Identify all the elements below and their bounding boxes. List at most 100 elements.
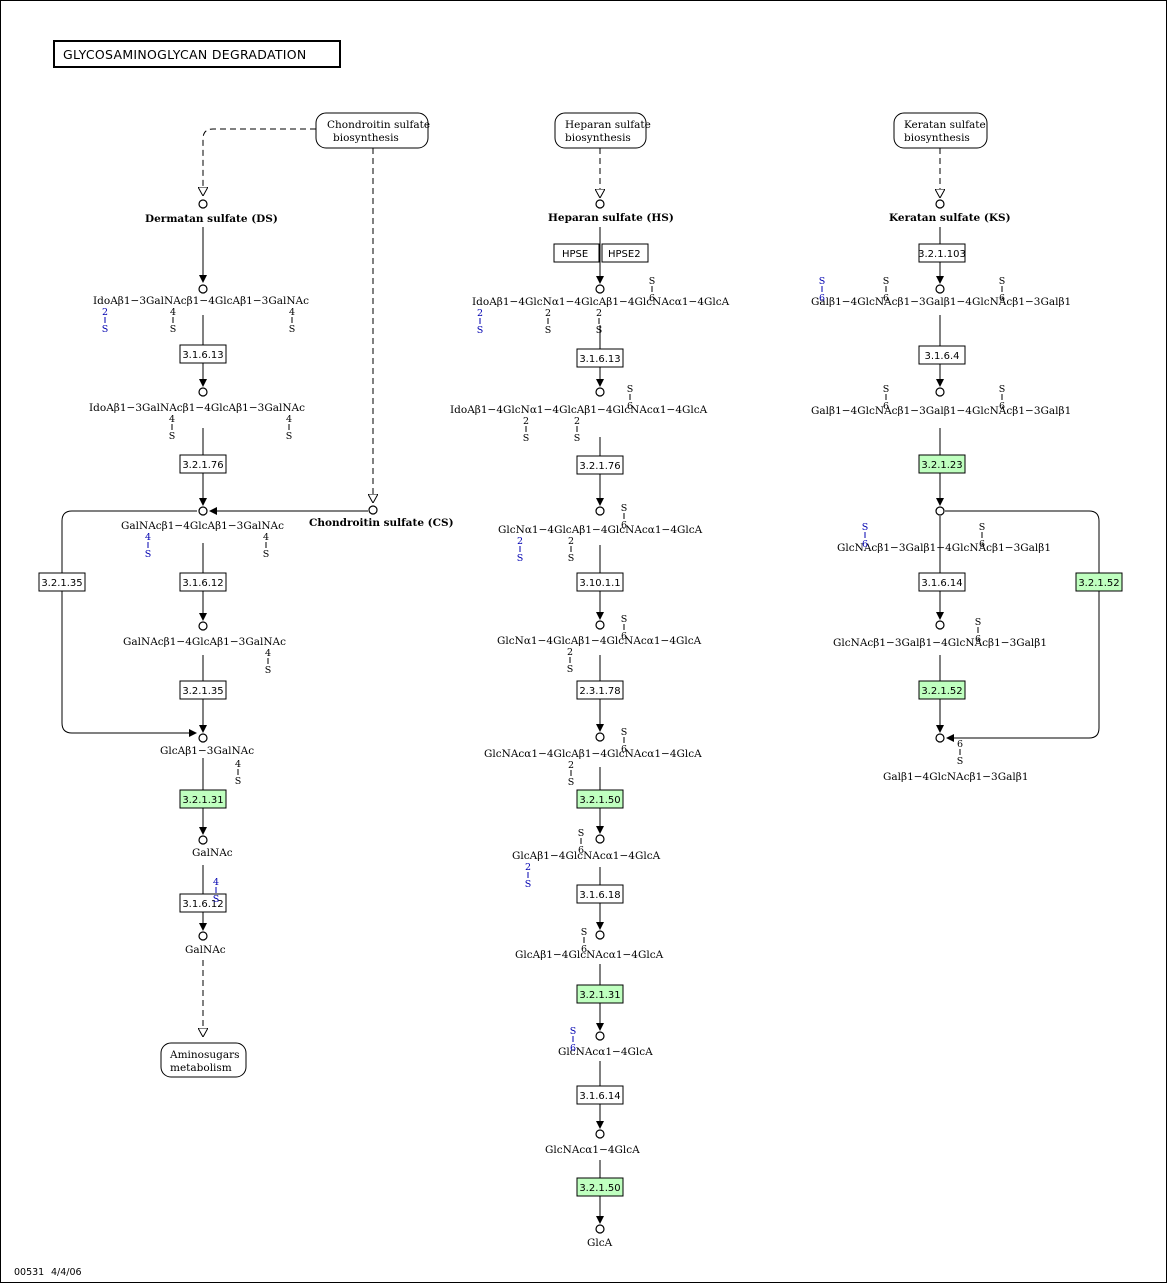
compound-node[interactable] <box>198 621 208 631</box>
sulfate-label: S <box>975 617 982 628</box>
gene-hpse[interactable]: HPSE <box>553 243 600 263</box>
enzyme-box[interactable]: 3.2.1.76 <box>576 455 624 475</box>
sulfate-label: S <box>627 384 634 395</box>
compound-node[interactable] <box>595 732 605 742</box>
structure: IdoAβ1−4GlcNα1−4GlcAβ1−4GlcNAcα1−4GlcA <box>450 404 708 416</box>
compound-cs-label[interactable]: Chondroitin sulfate (CS) <box>309 517 454 529</box>
enzyme-box[interactable]: 3.2.1.52 <box>918 680 966 700</box>
enzyme-box[interactable]: 3.2.1.35 <box>179 680 227 700</box>
enzyme-box[interactable]: 3.2.1.31 <box>576 984 624 1004</box>
position-number: 6 <box>581 944 587 955</box>
sulfate-label: S <box>286 431 293 442</box>
map-id: 00531 <box>14 1267 44 1278</box>
compound-node[interactable] <box>595 930 605 940</box>
enzyme-box[interactable]: 3.1.6.4 <box>918 345 966 365</box>
enzyme-box[interactable]: 3.1.6.18 <box>576 884 624 904</box>
sulfate-label: S <box>170 324 177 335</box>
structure: GlcAβ1−3GalNAc <box>160 745 254 757</box>
compound-node[interactable] <box>595 834 605 844</box>
enzyme-box[interactable]: 3.1.6.14 <box>918 572 966 592</box>
sulfate-group: 4S <box>170 307 177 335</box>
enzyme-box[interactable]: 3.1.6.14 <box>576 1085 624 1105</box>
compound-hs-label[interactable]: Heparan sulfate (HS) <box>548 212 674 224</box>
position-number: 6 <box>975 634 981 645</box>
link-label: biosynthesis <box>904 132 970 144</box>
enzyme-label: 3.1.6.14 <box>579 1091 620 1102</box>
enzyme-label: 3.2.1.31 <box>579 990 620 1001</box>
compound-node[interactable] <box>198 387 208 397</box>
col3-structures: Galβ1−4GlcNAcβ1−3Galβ1−4GlcNAcβ1−3Galβ1 … <box>811 296 1071 783</box>
position-number: 6 <box>883 401 889 412</box>
link-hs-biosynthesis[interactable]: Heparan sulfate biosynthesis <box>554 112 651 149</box>
enzyme-box[interactable]: 3.1.6.12 <box>179 893 227 913</box>
enzyme-box[interactable]: 3.2.1.103 <box>918 243 966 263</box>
enzyme-box[interactable]: 3.1.6.13 <box>576 348 624 368</box>
structure: GalNAc <box>192 847 233 859</box>
link-label: biosynthesis <box>565 132 631 144</box>
enzyme-box[interactable]: 3.2.1.31 <box>179 789 227 809</box>
position-number: 6 <box>957 739 963 750</box>
compound-node[interactable] <box>595 387 605 397</box>
sulfate-group: 6S <box>979 522 986 550</box>
compound-node[interactable] <box>198 506 208 516</box>
structure: GlcNAcα1−4GlcA <box>545 1144 640 1156</box>
sulfate-label: S <box>477 325 484 336</box>
compound-node[interactable] <box>198 284 208 294</box>
position-number: 4 <box>145 532 151 543</box>
compound-node[interactable] <box>935 506 945 516</box>
compound-node[interactable] <box>595 1129 605 1139</box>
compound-node[interactable] <box>368 505 378 515</box>
link-cs-biosynthesis[interactable]: Chondroitin sulfate biosynthesis <box>315 112 430 149</box>
compound-node[interactable] <box>935 733 945 743</box>
sulfate-group: 2S <box>567 647 574 675</box>
enzyme-label: 2.3.1.78 <box>579 686 620 697</box>
gene-label: HPSE <box>562 249 588 260</box>
enzyme-box[interactable]: 3.2.1.52 <box>1075 572 1123 592</box>
compound-ds-label[interactable]: Dermatan sulfate (DS) <box>145 213 278 225</box>
sulfate-label: S <box>578 828 585 839</box>
link-label: Aminosugars <box>169 1049 240 1061</box>
position-number: 2 <box>567 647 573 658</box>
compound-node[interactable] <box>198 733 208 743</box>
enzyme-box[interactable]: 2.3.1.78 <box>576 680 624 700</box>
link-ks-biosynthesis[interactable]: Keratan sulfate biosynthesis <box>893 112 988 149</box>
compound-node[interactable] <box>935 620 945 630</box>
link-aminosugars-metabolism[interactable]: Aminosugars metabolism <box>160 1042 247 1078</box>
compound-node[interactable] <box>198 835 208 845</box>
position-number: 2 <box>568 760 574 771</box>
compound-node[interactable] <box>595 506 605 516</box>
sulfate-label: S <box>621 727 628 738</box>
sulfate-group: 2S <box>517 536 524 564</box>
enzyme-box[interactable]: 3.1.6.13 <box>179 344 227 364</box>
enzyme-label: 3.2.1.50 <box>579 795 620 806</box>
compound-node[interactable] <box>595 284 605 294</box>
sulfate-group: 2S <box>523 416 530 444</box>
compound-node[interactable] <box>198 931 208 941</box>
enzyme-box[interactable]: 3.1.6.12 <box>179 572 227 592</box>
compound-node[interactable] <box>595 620 605 630</box>
compound-node[interactable] <box>595 199 605 209</box>
enzyme-box[interactable]: 3.2.1.23 <box>918 454 966 474</box>
compound-node[interactable] <box>935 387 945 397</box>
link-label: Keratan sulfate <box>904 119 986 131</box>
sulfate-group: 6S <box>578 828 585 856</box>
structure: IdoAβ1−3GalNAcβ1−4GlcAβ1−3GalNAc <box>89 402 305 414</box>
gene-hpse2[interactable]: HPSE2 <box>601 243 649 263</box>
compound-ks-label[interactable]: Keratan sulfate (KS) <box>889 212 1011 224</box>
compound-node[interactable] <box>198 199 208 209</box>
compound-node[interactable] <box>595 1031 605 1041</box>
compound-node[interactable] <box>595 1224 605 1234</box>
enzyme-box[interactable]: 3.2.1.76 <box>179 454 227 474</box>
enzyme-box[interactable]: 3.2.1.50 <box>576 1177 624 1197</box>
sulfate-label: S <box>568 777 575 788</box>
enzyme-box[interactable]: 3.2.1.35 <box>38 572 86 592</box>
compound-node[interactable] <box>935 199 945 209</box>
enzyme-box[interactable]: 3.10.1.1 <box>576 572 624 592</box>
enzyme-box[interactable]: 3.2.1.50 <box>576 789 624 809</box>
position-number: 6 <box>621 520 627 531</box>
position-number: 6 <box>649 293 655 304</box>
sulfate-label: S <box>819 276 826 287</box>
structure: GlcNAcα1−4GlcA <box>558 1046 653 1058</box>
compound-node[interactable] <box>935 284 945 294</box>
sulfate-label: S <box>621 503 628 514</box>
